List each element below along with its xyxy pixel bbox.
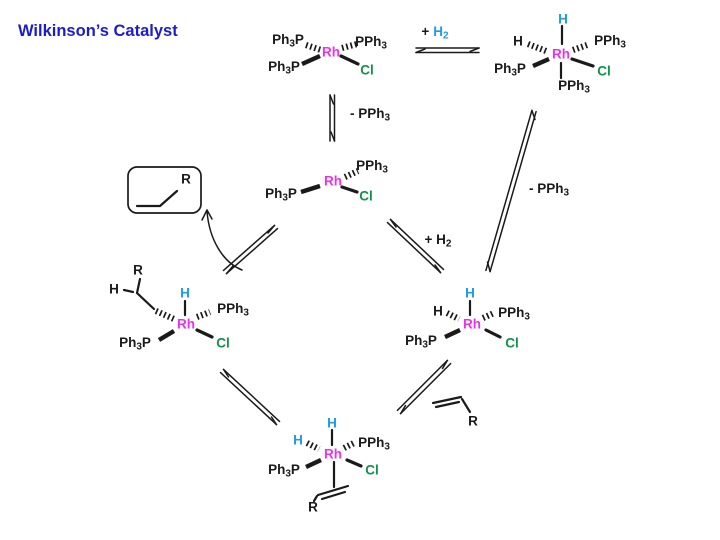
complexE-pph3-right: PPh3: [498, 304, 530, 323]
complexC-rh-label: Rh: [324, 173, 342, 189]
complexE-hydride-left: H: [433, 303, 443, 319]
complexC-ph3p-left: Ph3P: [265, 185, 297, 204]
complexF-bonds: [305, 428, 363, 503]
complexF-ph3p-lower-left: Ph3P: [268, 461, 300, 480]
product-r-label: R: [181, 171, 191, 187]
complexB-ph3p-lower-left: Ph3P: [494, 60, 526, 79]
complexA-bonds: [301, 41, 360, 67]
eq-arrow-d-f: [219, 368, 281, 426]
eq-arrow-c-e: [386, 218, 445, 274]
complexB-hydride-top: H: [558, 11, 568, 27]
arrow-label-minus-pph3-top: - PPh3: [349, 105, 391, 124]
complexB-pph3-upper-right: PPh3: [594, 32, 626, 51]
complexB-hydride-left: H: [513, 33, 523, 49]
complexF-hydride-top: H: [327, 415, 337, 431]
arrow-label-minus-pph3-right: - PPh3: [528, 180, 570, 199]
complexE-hydride-top: H: [465, 285, 475, 301]
product-box: [127, 166, 202, 214]
eq-arrow-e-f: [396, 359, 452, 415]
complexF-rh-label: Rh: [324, 446, 342, 462]
complexA-rh-label: Rh: [322, 44, 340, 60]
alkene-reagent-r-label: R: [468, 413, 478, 429]
complexB-pph3-bottom: PPh3: [558, 77, 590, 96]
complexC-cl-label: Cl: [359, 188, 373, 204]
complexD-hydride-top: H: [180, 285, 190, 301]
complexD-alkyl-h-label: H: [109, 281, 119, 297]
eq-arrow-a-c: [329, 94, 336, 142]
complexE-rh-label: Rh: [463, 316, 481, 332]
complexA-pph3-upper-right: PPh3: [355, 33, 387, 52]
complexE-bonds: [444, 299, 502, 339]
complexC-pph3-upper-right: PPh3: [356, 157, 388, 176]
complexB-bonds: [526, 24, 595, 80]
curved-product-arrow: [201, 209, 243, 271]
eq-arrow-a-b: [415, 47, 480, 54]
eq-arrow-b-e: [485, 109, 537, 273]
eq-arrow-c-d: [222, 224, 279, 275]
arrow-label-plus-h2-top: +H2: [421, 23, 449, 42]
complexA-cl-label: Cl: [360, 62, 374, 78]
complexF-pph3-right: PPh3: [358, 434, 390, 453]
complexF-cl-label: Cl: [365, 462, 379, 478]
complexF-alkene-r-label: R: [308, 499, 318, 515]
complexD-ph3p-lower-left: Ph3P: [119, 334, 151, 353]
arrow-label-plus-h2-mid: + H2: [424, 231, 452, 250]
complexA-ph3p-lower-left: Ph3P: [268, 58, 300, 77]
complexD-cl-label: Cl: [216, 335, 230, 351]
alkene-reagent-bonds: [431, 395, 472, 414]
complexE-cl-label: Cl: [505, 335, 519, 351]
complexC-bonds: [300, 168, 360, 195]
complexE-ph3p-lower-left: Ph3P: [405, 332, 437, 351]
complexA-ph3p-upper-left: Ph3P: [272, 31, 304, 50]
complexB-cl-label: Cl: [597, 63, 611, 79]
diagram-title: Wilkinson’s Catalyst: [18, 22, 178, 40]
complexB-rh-label: Rh: [552, 46, 570, 62]
complexD-rh-label: Rh: [177, 316, 195, 332]
complexD-bonds: [122, 277, 214, 342]
complexD-alkyl-r-label: R: [133, 262, 143, 278]
complexD-pph3-right: PPh3: [217, 300, 249, 319]
complexF-hydride-left: H: [293, 432, 303, 448]
